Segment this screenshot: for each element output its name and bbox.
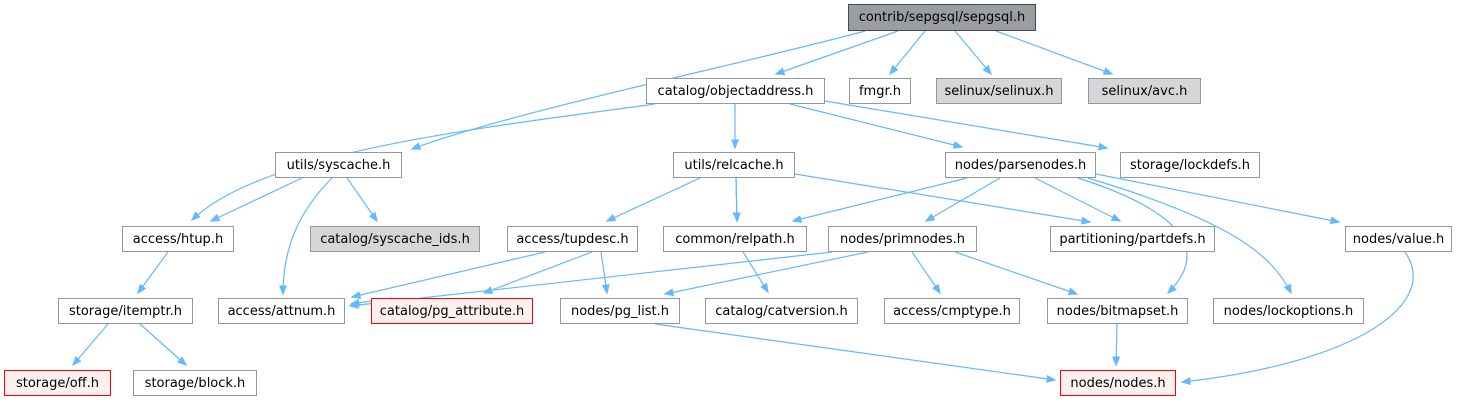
node-off[interactable]: storage/off.h (4, 370, 111, 396)
edge-objectaddress-htup (190, 103, 656, 222)
edge-value-nodes (1180, 251, 1414, 386)
node-selinux_avc: selinux/avc.h (1088, 78, 1201, 104)
edge-itemptr-block (139, 323, 188, 366)
node-htup[interactable]: access/htup.h (122, 226, 234, 252)
edge-tupdesc-pg_list (600, 251, 610, 295)
edge-relcache-partdefs (794, 173, 1092, 225)
node-primnodes[interactable]: nodes/primnodes.h (828, 226, 977, 252)
node-pg_list[interactable]: nodes/pg_list.h (560, 298, 680, 324)
edge-relcache-tupdesc (605, 177, 701, 222)
edge-objectaddress-parsenodes (789, 103, 964, 149)
edge-syscache-htup (209, 177, 303, 222)
node-relcache[interactable]: utils/relcache.h (673, 152, 795, 178)
edge-objectaddress-lockdefs (824, 100, 1109, 151)
edge-sepgsql-syscache (410, 30, 866, 150)
node-objectaddress[interactable]: catalog/objectaddress.h (646, 78, 825, 104)
node-catversion[interactable]: catalog/catversion.h (705, 298, 858, 324)
edge-relcache-relpath (732, 177, 741, 223)
edge-parsenodes-relpath (791, 177, 968, 223)
edge-primnodes-cmptype (911, 251, 941, 295)
edge-pg_list-nodes (654, 323, 1057, 383)
node-bitmapset[interactable]: nodes/bitmapset.h (1047, 298, 1188, 324)
edge-primnodes-attnum (348, 251, 833, 310)
node-relpath[interactable]: common/relpath.h (663, 226, 807, 252)
node-parsenodes[interactable]: nodes/parsenodes.h (945, 152, 1096, 178)
edge-relpath-catversion (742, 251, 769, 294)
edge-sepgsql-selinux_avc (995, 30, 1114, 75)
edge-primnodes-bitmapset (954, 251, 1079, 296)
edge-itemptr-off (72, 323, 109, 367)
edge-sepgsql-selinux_selinux (954, 30, 992, 76)
node-cmptype[interactable]: access/cmptype.h (884, 298, 1020, 324)
node-attnum[interactable]: access/attnum.h (218, 298, 345, 324)
node-syscache[interactable]: utils/syscache.h (275, 152, 402, 178)
edge-bitmapset-nodes (1112, 323, 1121, 367)
node-value[interactable]: nodes/value.h (1345, 226, 1452, 252)
edge-syscache-syscache_ids (346, 177, 378, 223)
node-lockoptions[interactable]: nodes/lockoptions.h (1213, 298, 1364, 324)
edge-sepgsql-fmgr (889, 30, 926, 76)
edge-parsenodes-value (1095, 173, 1341, 225)
edge-parsenodes-partdefs (1034, 177, 1122, 222)
node-pg_attribute[interactable]: catalog/pg_attribute.h (371, 298, 533, 324)
node-syscache_ids: catalog/syscache_ids.h (310, 226, 480, 252)
edge-tupdesc-attnum (350, 251, 546, 299)
edge-syscache-attnum (279, 177, 333, 296)
edge-tupdesc-pg_attribute (482, 251, 593, 294)
node-sepgsql: contrib/sepgsql/sepgsql.h (848, 4, 1036, 31)
node-lockdefs[interactable]: storage/lockdefs.h (1120, 152, 1260, 178)
node-fmgr[interactable]: fmgr.h (849, 78, 911, 104)
node-tupdesc[interactable]: access/tupdesc.h (507, 226, 638, 252)
edge-sepgsql-objectaddress (774, 30, 899, 75)
node-nodes[interactable]: nodes/nodes.h (1060, 370, 1176, 396)
edge-primnodes-pg_list (663, 251, 869, 297)
node-block[interactable]: storage/block.h (133, 370, 257, 396)
edge-htup-itemptr (137, 251, 169, 295)
edge-parsenodes-primnodes (924, 177, 1001, 222)
edge-parsenodes-lockoptions (1087, 177, 1292, 295)
node-selinux_selinux: selinux/selinux.h (936, 78, 1062, 104)
node-partdefs[interactable]: partitioning/partdefs.h (1050, 226, 1215, 252)
node-itemptr[interactable]: storage/itemptr.h (58, 298, 193, 324)
